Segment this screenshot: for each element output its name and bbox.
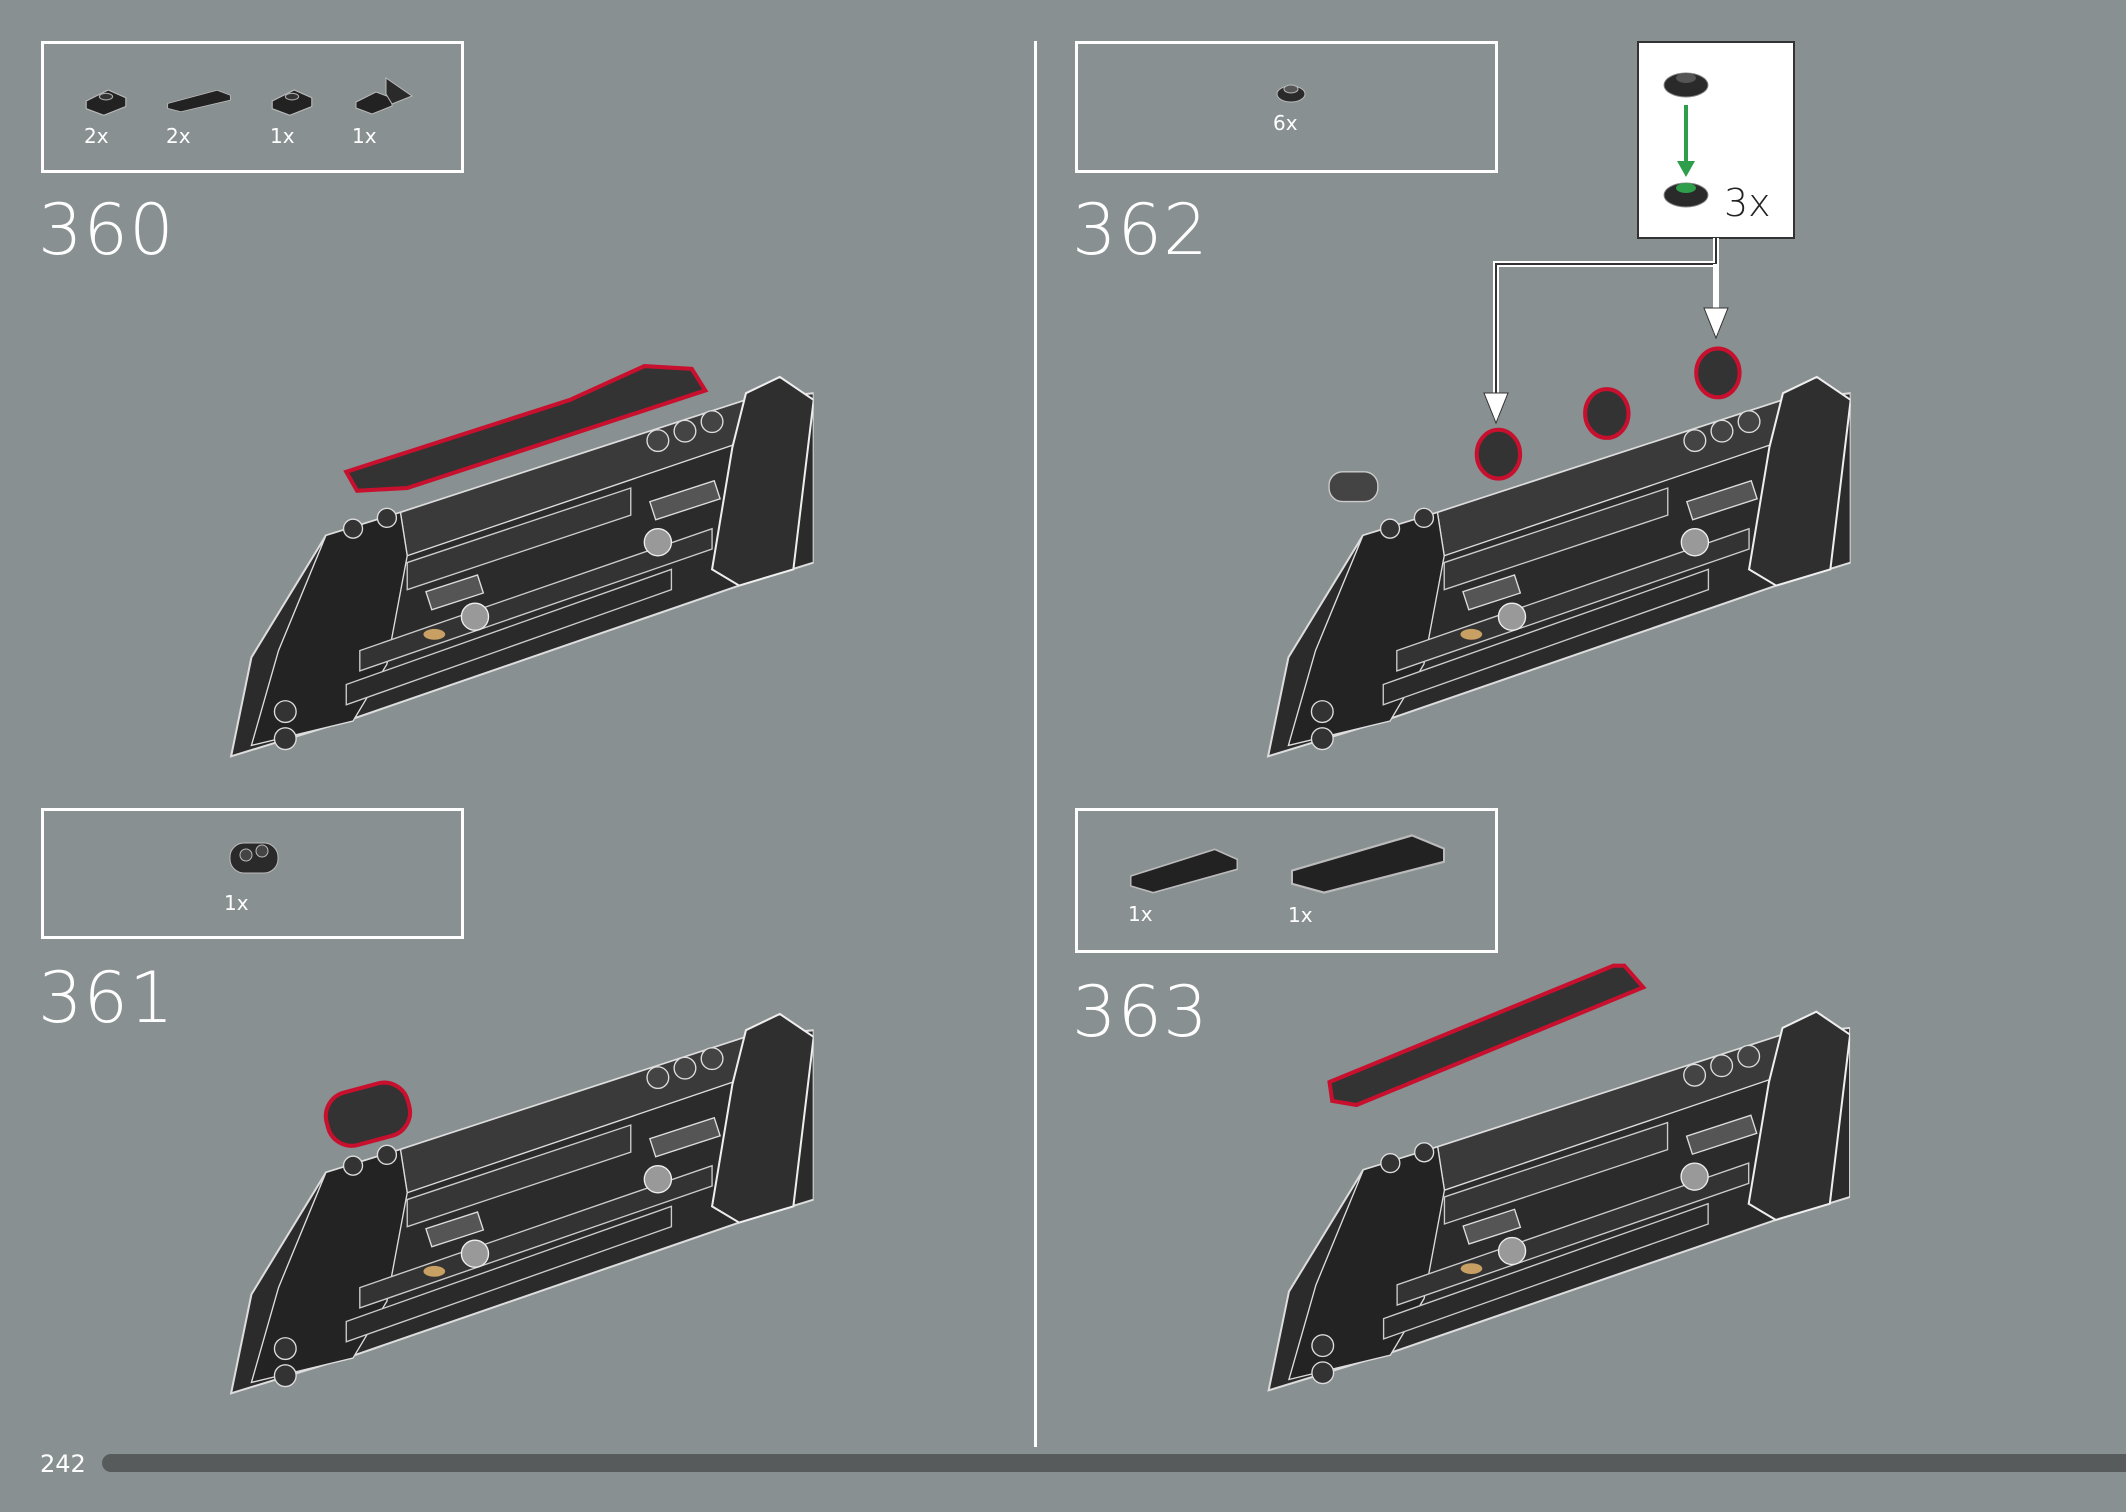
part-tile-1x2: 2x	[166, 84, 232, 148]
step-number: 362	[1072, 189, 1209, 271]
part-tile-1x6: 1x	[1288, 831, 1448, 927]
step-number: 360	[38, 189, 175, 271]
step-number: 363	[1072, 971, 1209, 1053]
part-bracket-plate: 1x	[352, 74, 418, 148]
parts-list-step-362: 6x	[1075, 41, 1498, 173]
part-tile-1x1: 1x	[270, 84, 314, 148]
new-parts-highlight	[323, 1080, 413, 1148]
round-plate-1x1-icon	[1276, 84, 1306, 103]
new-parts-highlight	[343, 364, 709, 493]
tile-1x1-icon	[270, 84, 314, 118]
tile-1x4-icon	[1128, 846, 1240, 896]
callout-arrows	[1483, 238, 1729, 425]
part-qty: 1x	[270, 124, 295, 148]
sub-assembly-callout: 3x	[1637, 41, 1795, 239]
step-number: 361	[38, 957, 175, 1039]
part-round-plate-1x1: 6x	[1273, 79, 1309, 135]
part-qty: 1x	[224, 891, 249, 915]
part-plate-1x2-round: 1x	[224, 833, 284, 915]
part-qty: 1x	[1128, 902, 1153, 926]
parts-list-step-361: 1x	[41, 808, 464, 939]
parts-list-step-360: 2x 2x 1x 1x	[41, 41, 464, 173]
part-tile-1x4: 1x	[1128, 846, 1240, 926]
bracket-plate-icon	[355, 77, 414, 115]
parts-list-step-363: 1x 1x	[1075, 808, 1498, 953]
build-model-step-361	[224, 976, 814, 1396]
part-plate-1x1-stud: 2x	[84, 84, 128, 148]
build-model-step-360	[224, 364, 814, 759]
part-qty: 1x	[352, 124, 377, 148]
build-model-step-362	[1261, 346, 1851, 759]
plate-1x2-round-icon	[229, 842, 279, 874]
callout-qty: 3x	[1724, 181, 1771, 225]
new-parts-highlight	[1327, 963, 1647, 1108]
build-model-step-363	[1267, 963, 1851, 1392]
tile-1x6-icon	[1288, 831, 1448, 897]
page-divider	[1034, 41, 1037, 1447]
part-qty: 6x	[1273, 111, 1298, 135]
page-number: 242	[40, 1450, 86, 1478]
stack-round-plates-diagram	[1663, 72, 1709, 208]
plate-1x1-stud-icon	[84, 84, 128, 118]
part-qty: 2x	[166, 124, 191, 148]
part-qty: 1x	[1288, 903, 1313, 927]
new-parts-highlight	[1474, 346, 1742, 481]
progress-bar	[102, 1454, 2126, 1472]
part-qty: 2x	[84, 124, 109, 148]
tile-1x2-icon	[166, 84, 232, 118]
